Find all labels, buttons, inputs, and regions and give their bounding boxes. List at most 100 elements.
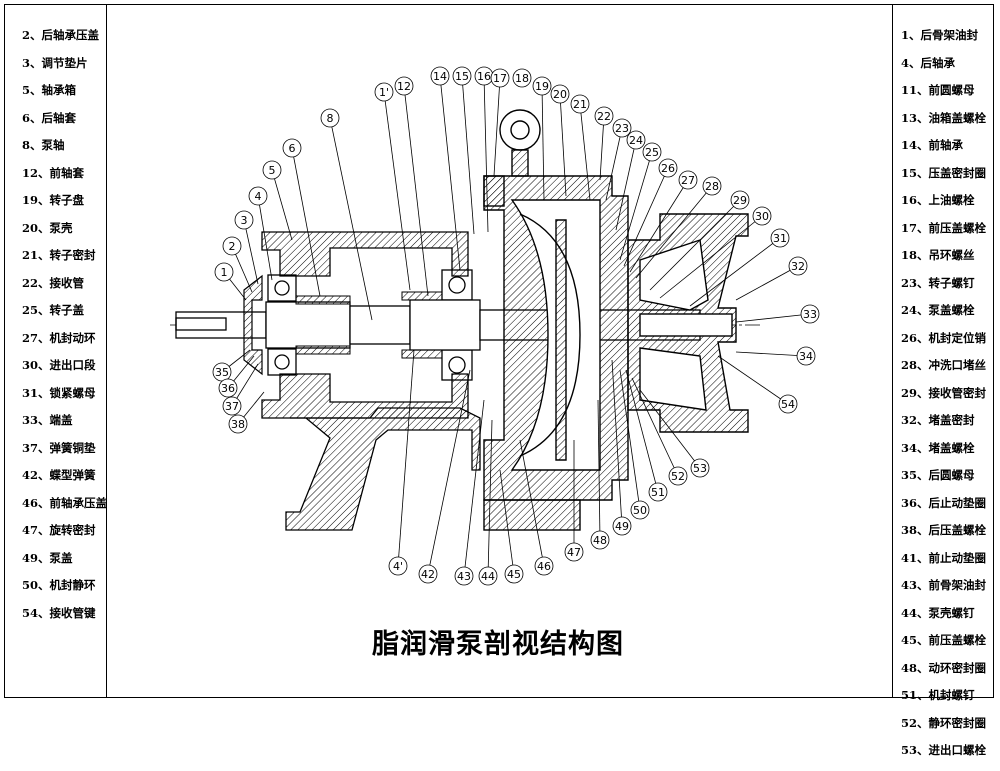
legend-item: 51、机封螺钉 [901,688,975,702]
balloon-label: 49 [615,520,629,533]
legend-item: 45、前压盖螺栓 [901,633,987,647]
legend-item: 43、前骨架油封 [901,578,987,592]
legend-item: 1、后骨架油封 [901,28,979,42]
rear-bearing-cap [243,274,263,376]
balloon-label: 50 [633,504,647,517]
legend-item: 50、机封静环 [22,578,96,592]
legend-item: 31、锁紧螺母 [22,385,96,400]
balloon-label: 52 [671,470,685,483]
balloon-label: 21 [573,98,587,111]
legend-item: 37、弹簧铜垫 [22,440,96,455]
legend-item: 54、接收管键 [22,605,96,620]
balloon-label: 19 [535,80,549,93]
balloon-label: 4 [255,190,262,203]
balloon-label: 27 [681,174,695,187]
pump-section-drawing: 1 2 3 4 5 6 8 1' 12 14 15 16 17 18 19 20… [170,66,820,586]
balloon-label: 38 [231,418,245,431]
balloon-label: 16 [477,70,491,83]
legend-item: 29、接收管密封 [901,385,987,400]
balloon-label: 29 [733,194,747,207]
legend-item: 3、调节垫片 [22,55,88,70]
legend-item: 5、轴承箱 [22,83,77,97]
balloon-label: 30 [755,210,769,223]
balloon-label: 53 [693,462,707,475]
inlet-outlet-section [627,213,749,433]
balloon-label: 33 [803,308,817,321]
right-divider [892,4,893,698]
legend-item: 16、上油螺栓 [901,193,975,207]
balloon-label: 20 [553,88,567,101]
legend-item: 25、转子盖 [22,303,85,317]
part-balloons: 1 2 3 4 5 6 8 1' 12 14 15 16 17 18 19 20… [212,66,820,586]
balloon-label: 46 [537,560,551,573]
drawing-frame [4,4,994,698]
rear-sleeve [295,295,351,305]
legend-item: 44、泵壳螺钉 [901,605,975,620]
legend-item: 18、吊环螺丝 [901,248,975,262]
legend-item: 34、堵盖螺栓 [901,440,975,455]
legend-item: 4、后轴承 [901,55,956,70]
legend-item: 49、泵盖 [22,550,73,565]
balloon-label: 34 [799,350,813,363]
balloon-label: 37 [225,400,239,413]
left-divider [106,4,107,698]
balloon-label: 51 [651,486,665,499]
balloon-label: 1 [221,266,228,279]
parts-legend-left: 2、后轴承压盖 3、调节垫片 5、轴承箱 6、后轴套 8、泵轴 12、前轴套 1… [22,28,107,633]
balloon-label: 36 [221,382,235,395]
rear-sleeve-lower [295,345,351,355]
bearing-housing [261,231,481,531]
balloon-label: 8 [327,112,334,125]
legend-item: 35、后圆螺母 [901,468,975,482]
legend-item: 14、前轴承 [901,138,964,152]
balloon-label: 12 [397,80,411,93]
legend-item: 30、进出口段 [22,358,96,372]
balloon-label: 35 [215,366,229,379]
balloon-label: 25 [645,146,659,159]
balloon-label: 23 [615,122,629,135]
legend-item: 13、油箱盖螺栓 [901,110,987,125]
balloon-label: 32 [791,260,805,273]
legend-item: 11、前圆螺母 [901,83,975,97]
legend-item: 36、后止动垫圈 [901,495,987,510]
balloon-label: 28 [705,180,719,193]
balloon-label: 14 [433,70,447,83]
balloon-label: 54 [781,398,795,411]
balloon-label: 45 [507,568,521,581]
legend-item: 27、机封动环 [22,330,96,345]
legend-item: 2、后轴承压盖 [22,28,100,42]
legend-item: 20、泵壳 [22,220,73,235]
legend-item: 42、蝶型弹簧 [22,468,96,482]
balloon-label: 1' [379,86,389,99]
rear-bearing [267,274,297,376]
balloon-label: 6 [289,142,296,155]
legend-item: 53、进出口螺栓 [901,743,987,757]
balloon-label: 43 [457,570,471,583]
drawing-title: 脂润滑泵剖视结构图 [372,629,624,660]
balloon-label: 44 [481,570,495,583]
balloon-label: 47 [567,546,581,559]
legend-item: 17、前压盖螺栓 [901,220,987,235]
legend-item: 24、泵盖螺栓 [901,303,975,317]
legend-item: 6、后轴套 [22,110,77,125]
legend-item: 33、端盖 [22,413,73,427]
balloon-label: 26 [661,162,675,175]
legend-item: 28、冲洗口堵丝 [901,358,987,372]
balloon-label: 31 [773,232,787,245]
front-sleeve [401,291,443,301]
legend-item: 26、机封定位销 [901,330,987,345]
legend-item: 23、转子螺钉 [901,275,975,290]
balloon-label: 17 [493,72,507,85]
legend-item: 38、后压盖螺栓 [901,523,987,537]
balloon-label: 15 [455,70,469,83]
legend-item: 46、前轴承压盖 [22,495,108,510]
balloon-label: 22 [597,110,611,123]
legend-item: 22、接收管 [22,275,85,290]
legend-item: 52、静环密封圈 [901,715,987,730]
balloon-label: 3 [241,214,248,227]
balloon-label: 24 [629,134,643,147]
pump-casing [483,175,629,531]
balloon-label: 18 [515,72,529,85]
legend-item: 48、动环密封圈 [901,660,987,675]
legend-item: 12、前轴套 [22,165,85,180]
